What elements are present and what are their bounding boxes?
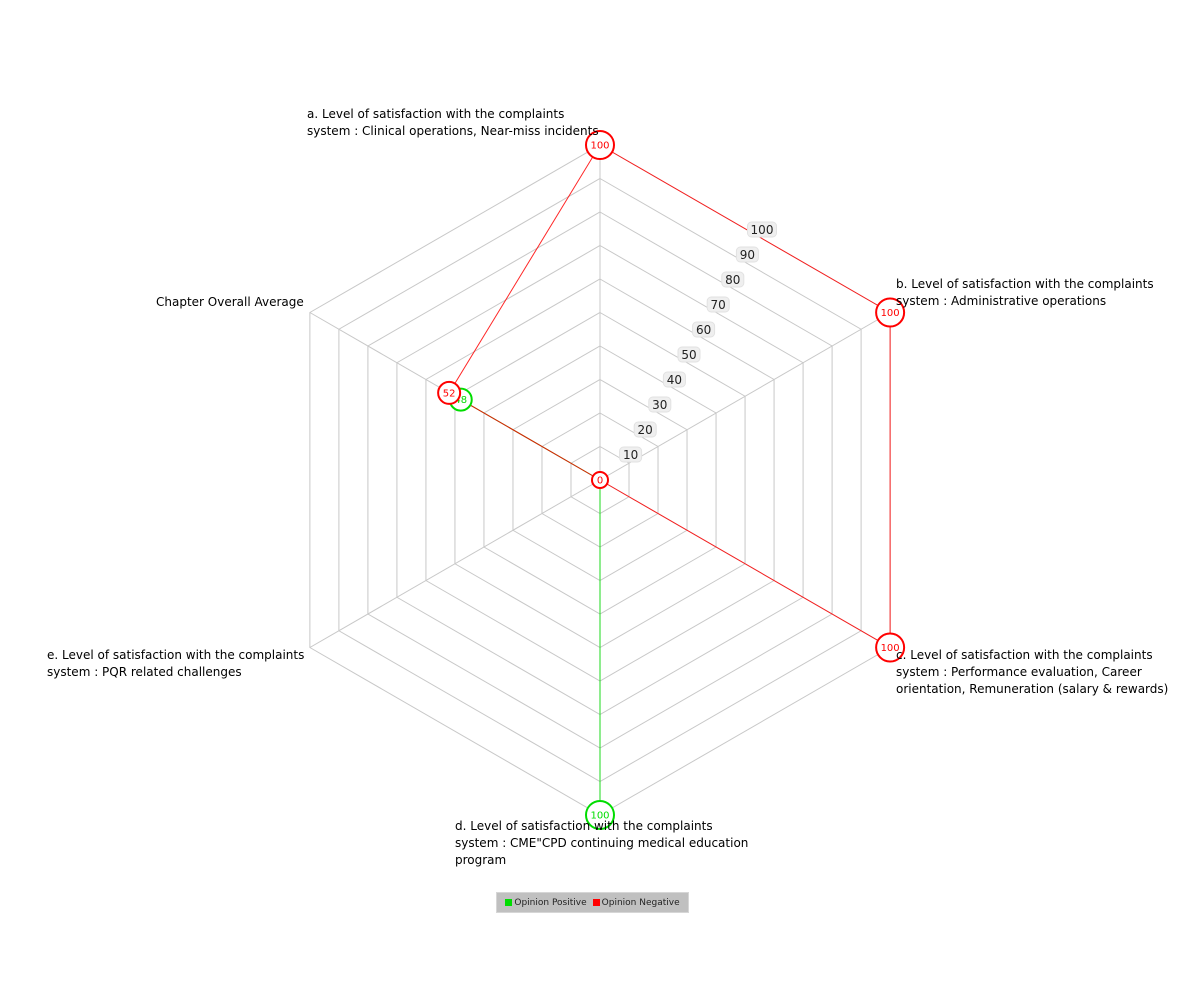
tick-label-text: 10 xyxy=(623,448,638,462)
marker-negative-2[interactable]: 100 xyxy=(875,632,906,663)
marker-negative-0[interactable]: 100 xyxy=(585,130,615,160)
data-markers: 100 48 100 100 100 0 52 xyxy=(437,130,906,830)
tick-label-bg xyxy=(735,246,759,263)
tick-label-30: 30 xyxy=(648,396,672,413)
legend: Opinion Positive Opinion Negative xyxy=(496,892,689,913)
tick-label-60: 60 xyxy=(692,321,716,338)
marker-circle xyxy=(591,471,609,489)
marker-value: 48 xyxy=(454,395,467,406)
tick-label-70: 70 xyxy=(706,296,730,313)
tick-label-10: 10 xyxy=(619,446,643,463)
tick-label-bg xyxy=(648,396,672,413)
tick-label-bg xyxy=(747,221,777,238)
tick-label-text: 60 xyxy=(696,323,711,337)
marker-negative-1[interactable]: 100 xyxy=(875,297,906,328)
marker-circle xyxy=(875,632,906,663)
spoke-4 xyxy=(309,479,601,648)
tick-label-text: 50 xyxy=(681,348,696,362)
marker-value: 52 xyxy=(443,388,456,399)
tick-label-text: 20 xyxy=(638,423,653,437)
tick-label-bg xyxy=(662,371,686,388)
marker-value: 0 xyxy=(597,476,603,487)
axis-label-d: d. Level of satisfaction with the compla… xyxy=(455,819,749,867)
tick-label-80: 80 xyxy=(721,271,745,288)
tick-label-bg xyxy=(706,296,730,313)
tick-label-text: 30 xyxy=(652,398,667,412)
marker-circle xyxy=(585,800,615,830)
tick-label-90: 90 xyxy=(735,246,759,263)
legend-label-positive: Opinion Positive xyxy=(514,897,587,908)
axis-label-overall: Chapter Overall Average xyxy=(156,295,304,309)
marker-negative-5[interactable]: 52 xyxy=(437,380,462,405)
series-line-negative xyxy=(448,144,891,649)
legend-swatch-positive xyxy=(505,899,513,906)
tick-label-50: 50 xyxy=(677,346,701,363)
axis-label-a: a. Level of satisfaction with the compla… xyxy=(307,107,599,138)
spoke-1 xyxy=(599,312,891,481)
tick-label-bg xyxy=(677,346,701,363)
marker-circle xyxy=(585,130,615,160)
axis-label-c: c. Level of satisfaction with the compla… xyxy=(896,648,1169,696)
tick-label-bg xyxy=(692,321,716,338)
tick-label-20: 20 xyxy=(633,421,657,438)
tick-label-text: 90 xyxy=(740,248,755,262)
marker-negative-4[interactable]: 0 xyxy=(591,471,609,489)
legend-item-negative[interactable]: Opinion Negative xyxy=(592,897,680,908)
marker-value: 100 xyxy=(881,643,900,654)
series-layer xyxy=(448,144,891,815)
tick-label-text: 40 xyxy=(667,373,682,387)
axis-label-e: e. Level of satisfaction with the compla… xyxy=(47,648,305,679)
legend-swatch-negative xyxy=(592,899,600,906)
tick-label-bg xyxy=(633,421,657,438)
marker-value: 100 xyxy=(590,811,609,822)
marker-positive-3[interactable]: 100 xyxy=(585,800,615,830)
marker-circle xyxy=(437,380,462,405)
legend-label-negative: Opinion Negative xyxy=(601,897,680,908)
marker-value: 100 xyxy=(881,308,900,319)
tick-label-bg xyxy=(721,271,745,288)
tick-label-100: 100 xyxy=(747,221,777,238)
axis-label-b: b. Level of satisfaction with the compla… xyxy=(896,277,1154,308)
marker-value: 100 xyxy=(590,141,609,152)
tick-label-text: 80 xyxy=(725,273,740,287)
tick-label-text: 100 xyxy=(751,223,774,237)
legend-item-positive[interactable]: Opinion Positive xyxy=(505,897,587,908)
tick-label-bg xyxy=(619,446,643,463)
tick-label-text: 70 xyxy=(711,298,726,312)
marker-circle xyxy=(875,297,906,328)
tick-label-40: 40 xyxy=(662,371,686,388)
